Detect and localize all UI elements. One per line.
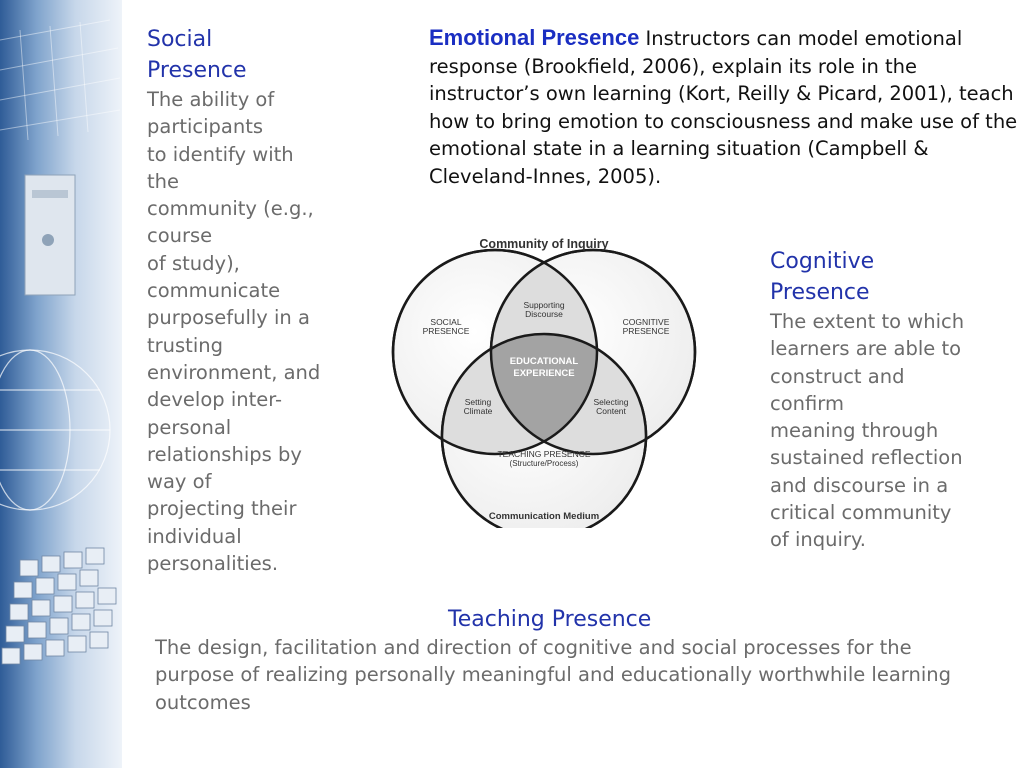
cognitive-presence-label-line2: PRESENCE (623, 326, 670, 336)
diagram-footer: Communication Medium (489, 511, 599, 522)
community-of-inquiry-diagram: Community of Inquiry SOCIAL PRESENCE COG… (391, 237, 697, 528)
selecting-content-label-line1: Selecting (594, 397, 629, 407)
cognitive-presence-heading: Cognitive Presence (770, 249, 875, 305)
cognitive-presence-description: The extent to which learners are able to… (770, 310, 965, 552)
educational-experience-label-line2: EXPERIENCE (513, 368, 574, 379)
social-presence-heading: Social Presence (147, 27, 247, 83)
computer-tower-graphic (24, 174, 76, 296)
teaching-presence-label-line1: TEACHING PRESENCE (497, 449, 590, 459)
cognitive-presence-label-line1: COGNITIVE (623, 317, 670, 327)
teaching-presence-heading: Teaching Presence (448, 607, 652, 632)
emotional-presence-heading: Emotional Presence (429, 25, 640, 50)
keyboard-keys-graphic (1, 547, 117, 665)
teaching-presence-description: The design, facilitation and direction o… (155, 636, 951, 714)
supporting-discourse-label-line1: Supporting (523, 300, 564, 310)
teaching-presence-label-line2: (Structure/Process) (510, 459, 579, 468)
globe-graphic (0, 349, 111, 511)
educational-experience-label-line1: EDUCATIONAL (510, 356, 579, 367)
social-presence-description: The ability of participants to identify … (147, 88, 321, 576)
keyboard-graphic (0, 19, 121, 141)
side-banner-image (0, 0, 122, 768)
setting-climate-label-line2: Climate (464, 406, 493, 416)
cognitive-presence-block: Cognitive Presence The extent to which l… (770, 246, 1010, 554)
supporting-discourse-label-line2: Discourse (525, 309, 563, 319)
social-presence-block: Social Presence The ability of participa… (147, 24, 332, 577)
social-presence-label-line2: PRESENCE (423, 326, 470, 336)
emotional-presence-block: Emotional Presence Instructors can model… (429, 24, 1019, 190)
emotional-presence-description: Instructors can model emotional response… (429, 27, 1018, 188)
setting-climate-label-line1: Setting (465, 397, 492, 407)
selecting-content-label-line2: Content (596, 406, 626, 416)
diagram-title: Community of Inquiry (479, 237, 608, 251)
social-presence-label-line1: SOCIAL (430, 317, 461, 327)
